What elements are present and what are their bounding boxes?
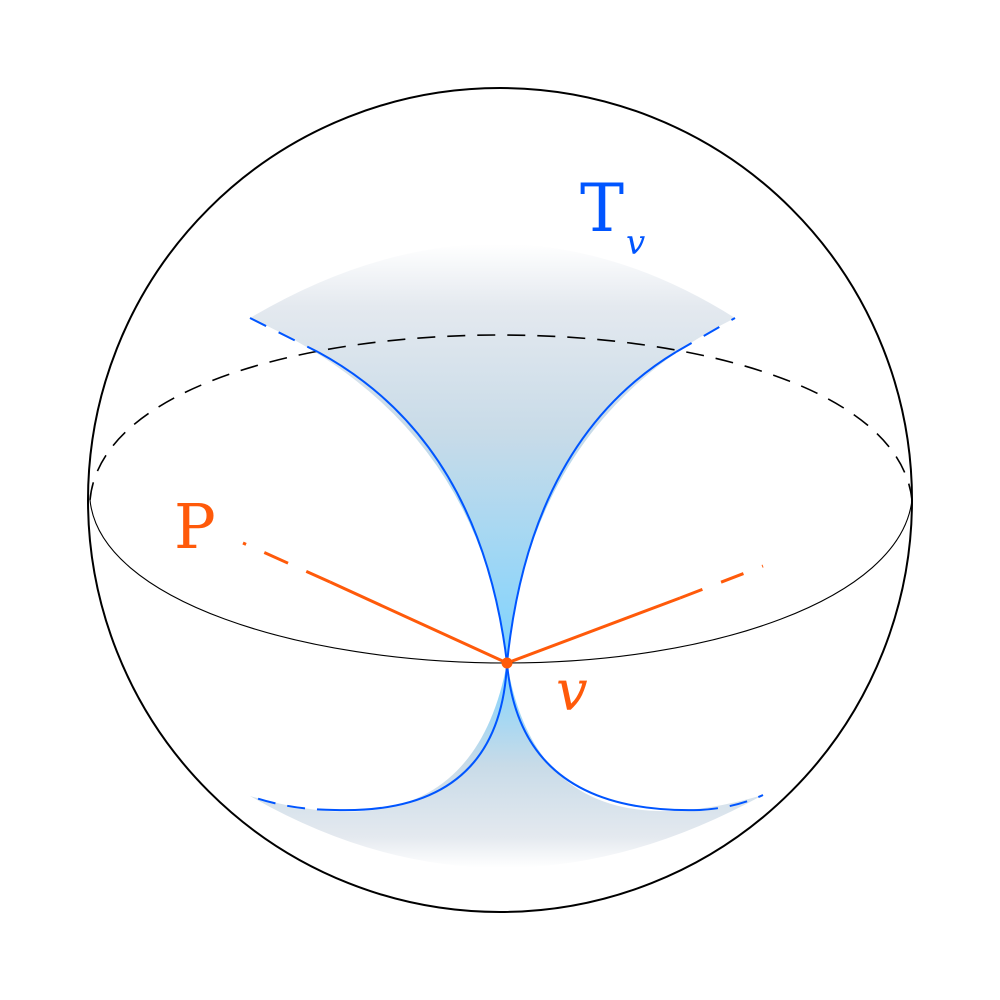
lower-cone-left-edge — [334, 662, 508, 812]
plane-label: P — [174, 490, 216, 563]
point-label: v — [556, 659, 588, 724]
upper-cone-left-edge — [317, 351, 508, 664]
upper-cone-left-dashed — [249, 317, 319, 353]
plane-right-dashed — [679, 564, 764, 600]
upper-cone-right-dashed — [675, 317, 736, 353]
plane-left-dashed — [242, 541, 331, 584]
sphere-outline — [87, 87, 913, 913]
lower-cone-right-edge — [506, 662, 701, 812]
point-v — [501, 657, 513, 669]
plane-right-solid — [506, 596, 681, 665]
upper-cone-right-edge — [506, 351, 677, 664]
lower-cone-right-dashed — [699, 794, 764, 811]
cone-label: T — [580, 170, 625, 247]
upper-cone-fill — [250, 244, 735, 663]
lower-cone-fill — [250, 663, 763, 868]
cone-label-subscript: v — [626, 223, 646, 263]
plane-left-solid — [329, 580, 508, 665]
lower-cone-left-dashed — [249, 795, 336, 811]
